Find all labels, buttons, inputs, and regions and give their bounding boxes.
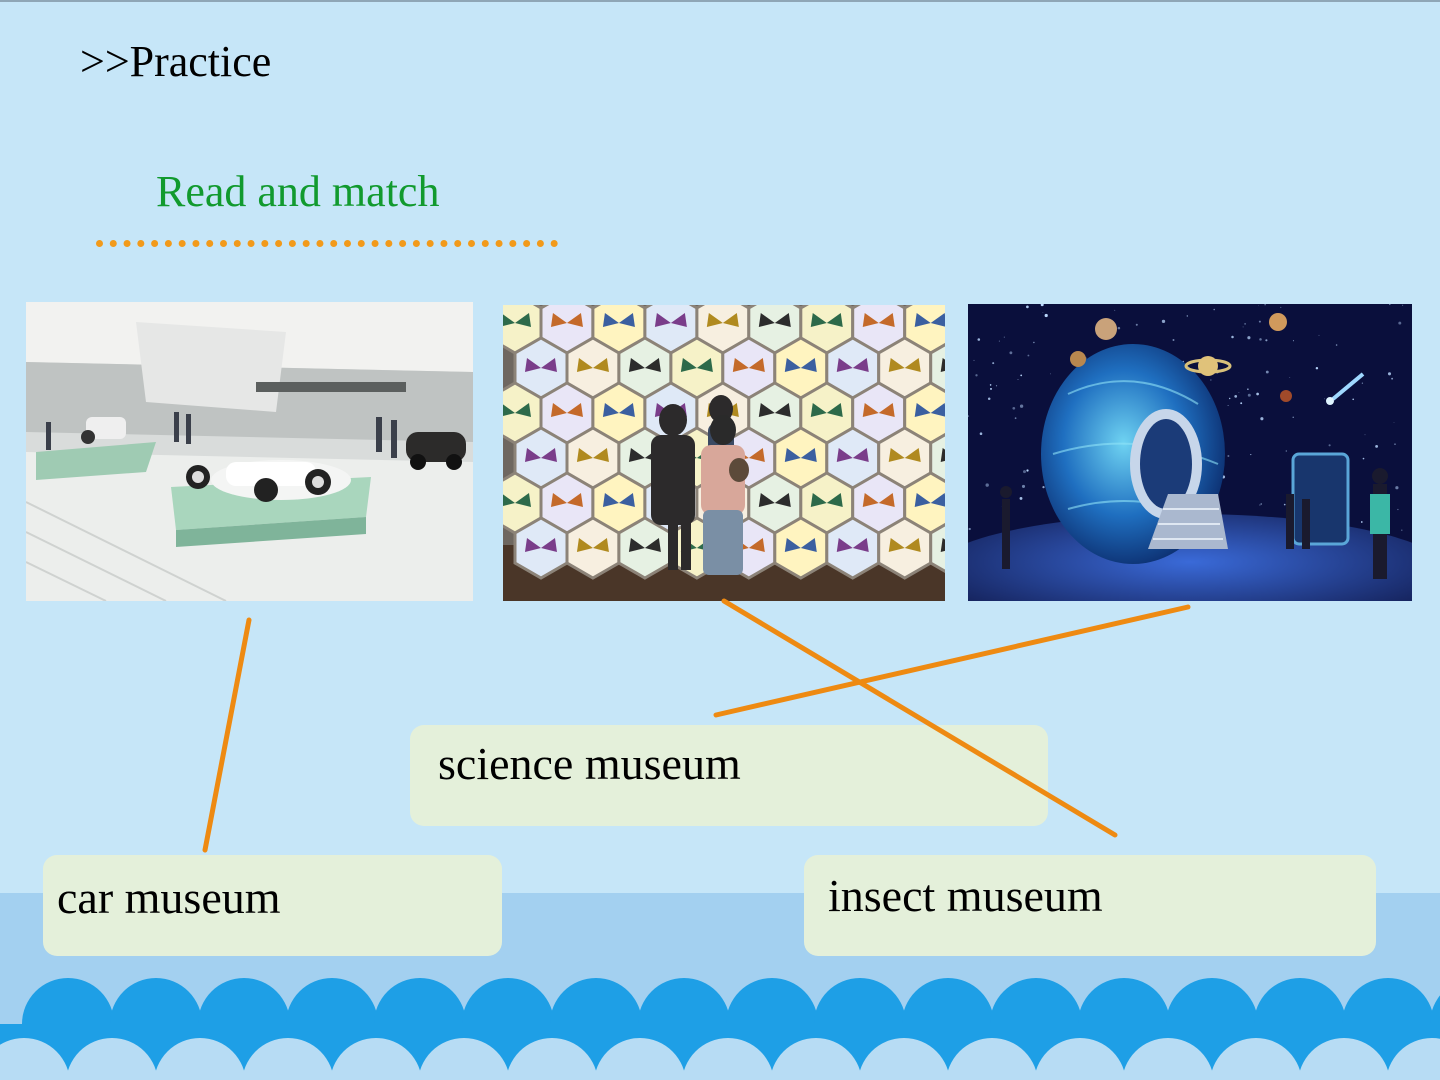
car-museum-label[interactable]: car museum	[43, 855, 502, 956]
top-border	[0, 0, 1440, 2]
science-museum-text: science museum	[438, 738, 741, 789]
match-line-car	[202, 617, 252, 853]
car-museum-text: car museum	[57, 872, 281, 923]
science-museum-photo	[968, 304, 1412, 601]
wave-decoration	[0, 978, 1440, 1080]
car-museum-photo	[26, 302, 473, 601]
page-title: >>Practice	[80, 37, 272, 86]
insect-museum-text: insect museum	[828, 870, 1103, 921]
match-line-science	[713, 604, 1191, 718]
activity-instruction: Read and match	[156, 167, 440, 216]
insect-museum-photo	[503, 305, 945, 601]
dotted-underline	[96, 240, 558, 247]
science-museum-label[interactable]: science museum	[410, 725, 1048, 826]
insect-museum-label[interactable]: insect museum	[804, 855, 1376, 956]
